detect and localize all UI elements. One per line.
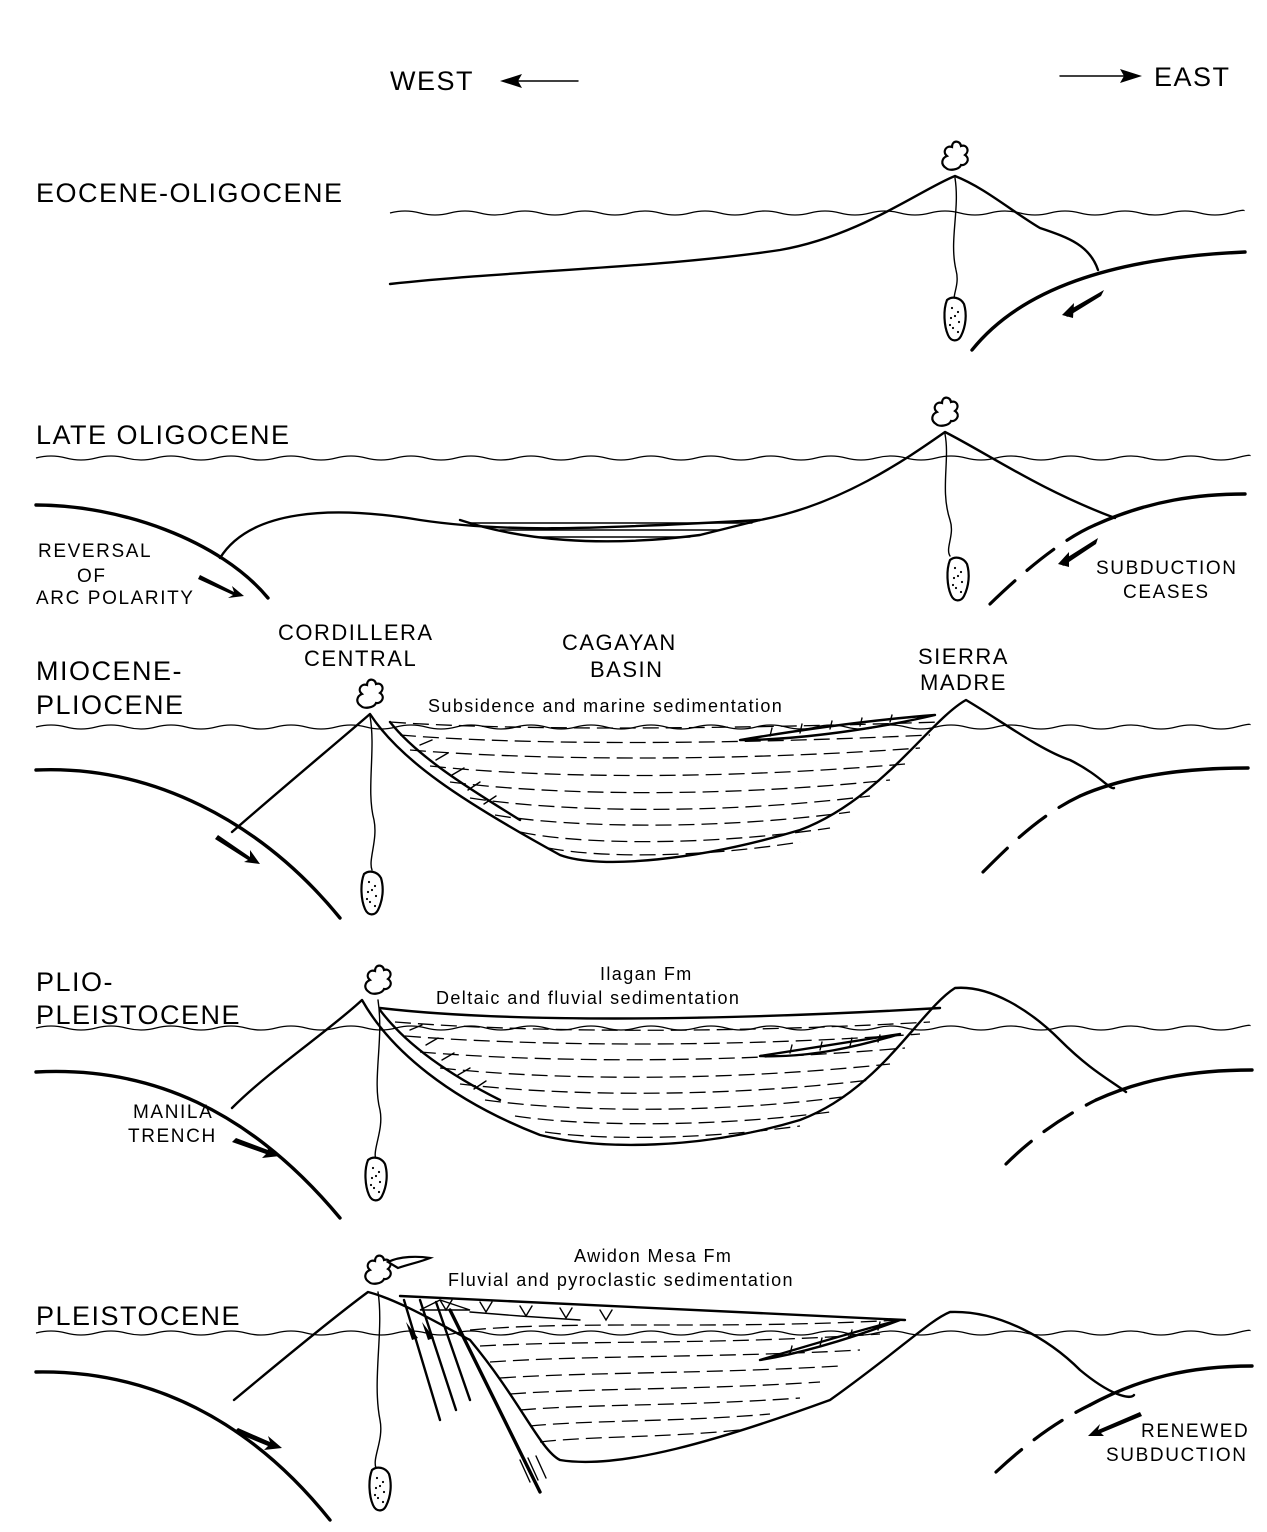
svg-text:SUBDUCTION: SUBDUCTION: [1096, 558, 1238, 579]
eruption-plume-icon: [941, 140, 969, 171]
sea-level: [35, 1024, 1251, 1031]
plate-motion-arrow-icon: [234, 1428, 282, 1450]
basin-strata: [378, 1006, 942, 1139]
svg-text:RENEWED: RENEWED: [1141, 1421, 1249, 1442]
annotation-renewed-subduction: RENEWED SUBDUCTION: [1106, 1421, 1249, 1466]
svg-text:MADRE: MADRE: [920, 670, 1007, 695]
svg-text:REVERSAL: REVERSAL: [38, 541, 152, 562]
panel-label: PLIOCENE: [36, 690, 185, 720]
plate-motion-arrow-icon: [1062, 290, 1104, 318]
panel-miocene-pliocene: MIOCENE- PLIOCENE CORDILLERA CENTRAL CAG…: [34, 620, 1251, 920]
panel-late-oligocene: LATE OLIGOCENE REVERSAL OF ARC POLARITY …: [34, 396, 1251, 609]
west-plate: [34, 1069, 342, 1220]
west-plate: [34, 1370, 332, 1522]
panel-label: PLEISTOCENE: [36, 1000, 241, 1030]
sea-level: [35, 1329, 1251, 1336]
magma-chamber-icon: [946, 556, 970, 602]
renewed-subduction-arrow-icon: [1088, 1412, 1142, 1436]
eruption-plume-icon: [356, 678, 384, 709]
svg-text:SIERRA: SIERRA: [918, 644, 1009, 669]
annotation-cordillera: CORDILLERA CENTRAL: [278, 620, 434, 671]
west-plate: [34, 503, 270, 600]
svg-text:CENTRAL: CENTRAL: [304, 646, 417, 671]
magma-chamber-icon: [368, 1466, 392, 1512]
basin-strata: [388, 713, 941, 856]
arc-profile: [388, 174, 1100, 286]
eruption-plume-icon: [931, 396, 959, 427]
normal-faults: [402, 1298, 547, 1494]
west-plate: [34, 767, 342, 920]
magma-chamber-icon: [364, 1156, 388, 1202]
panel-label: MIOCENE-: [36, 656, 183, 686]
annotation-reversal: REVERSAL OF ARC POLARITY: [36, 541, 195, 609]
magma-chamber-icon: [943, 296, 967, 342]
subducting-plate: [1088, 1364, 1254, 1407]
arc-profile: [232, 1290, 1136, 1464]
arc-profile: [230, 986, 1128, 1147]
ash-cloud-icon: [385, 1255, 435, 1270]
panel-label: PLEISTOCENE: [36, 1301, 241, 1331]
eruption-plume-icon: [364, 964, 392, 995]
sea-level: [35, 723, 1251, 730]
east-arrow-icon: [1059, 69, 1142, 83]
east-label: EAST: [1154, 62, 1231, 92]
panel-label: PLIO-: [36, 967, 114, 997]
svg-text:SUBDUCTION: SUBDUCTION: [1106, 1445, 1248, 1466]
direction-header: WEST EAST: [390, 62, 1231, 96]
annotation-manila-trench: MANILA TRENCH: [128, 1102, 217, 1147]
sea-level: [35, 454, 1251, 461]
panel-plio-pleistocene: PLIO- PLEISTOCENE Ilagan Fm Deltaic and …: [34, 964, 1254, 1220]
svg-text:TRENCH: TRENCH: [128, 1126, 217, 1147]
eruption-plume-icon: [364, 1254, 392, 1285]
arc-profile: [230, 698, 1116, 864]
subducting-plate: [970, 250, 1247, 352]
annotation-awidon-fm: Awidon Mesa Fm: [574, 1246, 732, 1266]
annotation-subduction-ceases: SUBDUCTION CEASES: [1096, 558, 1238, 603]
annotation-cagayan: CAGAYAN BASIN: [562, 630, 677, 682]
plate-motion-arrow-icon: [215, 835, 260, 864]
svg-text:CEASES: CEASES: [1123, 582, 1210, 603]
svg-text:CORDILLERA: CORDILLERA: [278, 620, 434, 645]
magma-chamber-icon: [360, 870, 384, 916]
annotation-sierra: SIERRA MADRE: [918, 644, 1009, 695]
svg-text:MANILA: MANILA: [133, 1102, 213, 1123]
svg-text:OF: OF: [77, 566, 107, 587]
panel-label: LATE OLIGOCENE: [36, 420, 291, 450]
panel-label: EOCENE-OLIGOCENE: [36, 178, 344, 208]
basin-strata: [419, 1299, 902, 1443]
panel-pleistocene: PLEISTOCENE Awidon Mesa Fm Fluvial and p…: [34, 1246, 1254, 1522]
svg-text:ARC POLARITY: ARC POLARITY: [36, 588, 195, 609]
west-label: WEST: [390, 66, 474, 96]
svg-text:BASIN: BASIN: [590, 657, 664, 682]
subducting-plate: [1093, 492, 1247, 527]
annotation-subsidence: Subsidence and marine sedimentation: [428, 696, 783, 716]
panel-eocene-oligocene: EOCENE-OLIGOCENE: [36, 140, 1247, 352]
annotation-ilagan-desc: Deltaic and fluvial sedimentation: [436, 988, 740, 1008]
west-arrow-icon: [500, 74, 579, 88]
west-plate-arrow-icon: [198, 575, 244, 598]
plate-motion-arrow-icon: [1058, 538, 1098, 567]
svg-text:CAGAYAN: CAGAYAN: [562, 630, 677, 655]
plate-motion-arrow-icon: [232, 1138, 280, 1158]
annotation-ilagan-fm: Ilagan Fm: [600, 964, 693, 984]
subducting-plate: [1078, 766, 1250, 798]
subducting-plate: [1094, 1068, 1254, 1102]
sea-level: [389, 209, 1245, 216]
annotation-awidon-desc: Fluvial and pyroclastic sedimentation: [448, 1270, 794, 1290]
